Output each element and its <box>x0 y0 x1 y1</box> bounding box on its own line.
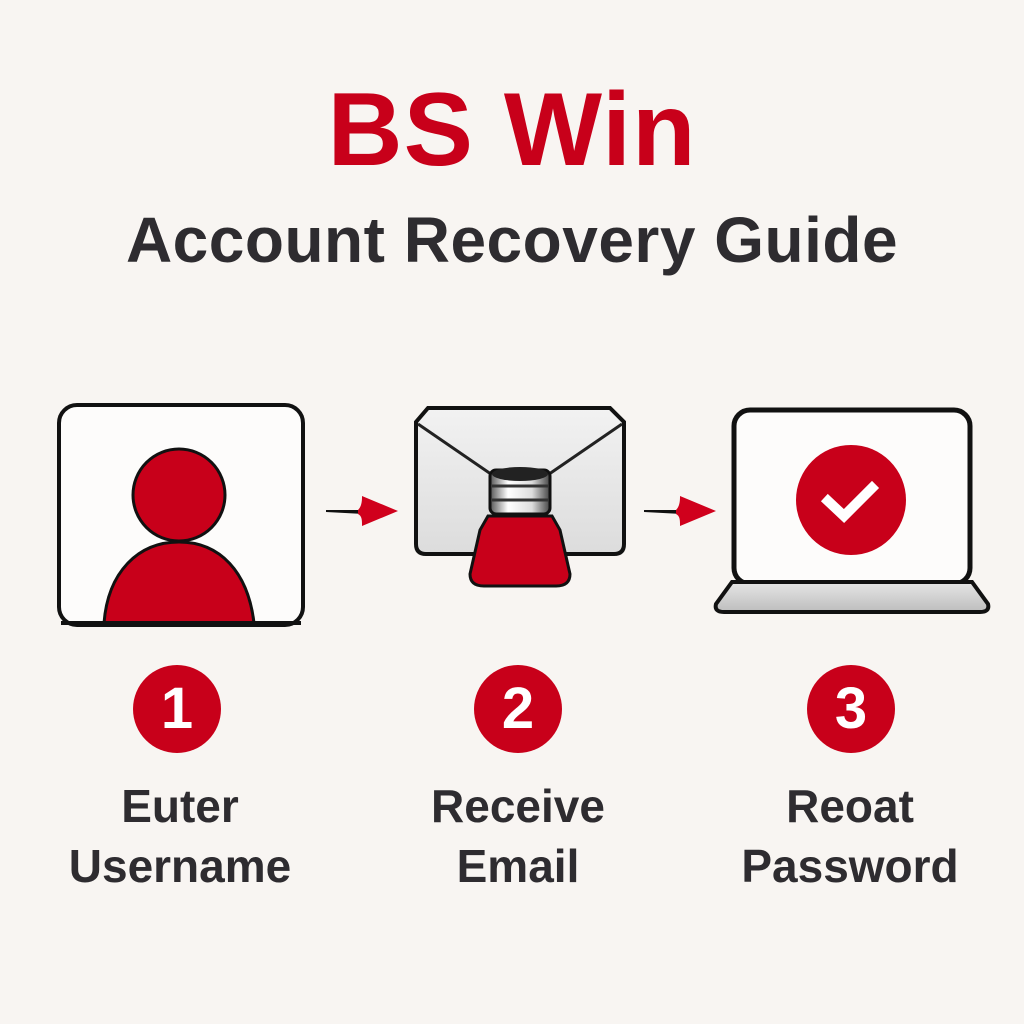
step-1-label-line2: Username <box>68 840 292 892</box>
laptop-checkmark-icon <box>713 407 991 614</box>
brand-title: BS Win <box>327 72 697 188</box>
step-3-badge: 3 <box>807 665 895 753</box>
arrow-right-icon <box>644 496 716 526</box>
step-2-badge: 2 <box>474 665 562 753</box>
envelope-icon <box>414 406 626 588</box>
step-2-label-line1: Receive <box>431 780 605 832</box>
step-2-label: Receive Email <box>368 776 668 896</box>
page-title: Account Recovery Guide <box>125 204 899 276</box>
arrow-right-icon <box>326 496 398 526</box>
step-3-label-line1: Reoat <box>786 780 914 832</box>
step-3-label-line2: Password <box>741 840 959 892</box>
step-1-label: Euter Username <box>30 776 330 896</box>
user-profile-icon <box>57 403 305 627</box>
step-1-badge: 1 <box>133 665 221 753</box>
step-2-label-line2: Email <box>456 840 580 892</box>
step-1-label-line1: Euter <box>121 780 239 832</box>
step-3-label: Reoat Password <box>700 776 1000 896</box>
